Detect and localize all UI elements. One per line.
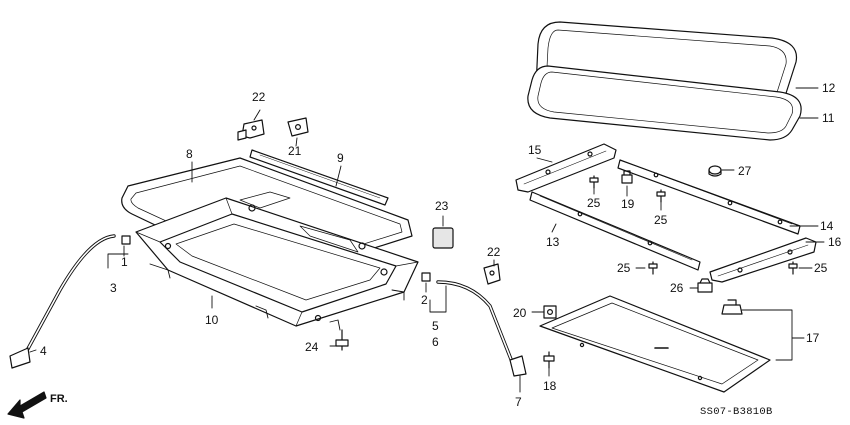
callout-1: 1 — [121, 255, 128, 269]
callout-23: 23 — [435, 199, 449, 213]
callout-2: 2 — [421, 293, 428, 307]
bolt-18 — [543, 351, 555, 369]
bolt-25b — [656, 189, 666, 203]
guide-rail-right — [617, 159, 801, 235]
clip-2 — [421, 272, 431, 282]
callout-25-b: 25 — [654, 213, 668, 227]
callout-5: 5 — [432, 319, 439, 333]
callout-4: 4 — [40, 344, 47, 358]
callout-25-d: 25 — [814, 261, 828, 275]
callout-22-b: 22 — [487, 245, 501, 259]
callout-16: 16 — [828, 235, 842, 249]
front-direction-arrow: FR. — [7, 391, 68, 419]
bolt-25d — [788, 261, 798, 275]
callout-12: 12 — [822, 81, 836, 95]
callout-27: 27 — [738, 164, 752, 178]
pad-23 — [432, 227, 454, 249]
callout-14: 14 — [820, 219, 834, 233]
callout-19: 19 — [621, 197, 635, 211]
clip-17 — [721, 299, 743, 315]
callout-26: 26 — [670, 281, 684, 295]
nut-20 — [543, 305, 557, 319]
nut-26 — [697, 278, 713, 293]
callout-10: 10 — [205, 313, 219, 327]
front-label: FR. — [50, 393, 68, 405]
deflector-bracket-right — [709, 237, 817, 283]
callout-13: 13 — [546, 235, 560, 249]
nut-19 — [621, 170, 633, 184]
bolt-25a — [589, 175, 599, 189]
callout-8: 8 — [186, 147, 193, 161]
callout-6: 6 — [432, 335, 439, 349]
sunroof-frame — [135, 191, 419, 331]
bracket-21 — [287, 117, 309, 137]
callout-25-a: 25 — [587, 196, 601, 210]
leader-lines — [29, 87, 825, 393]
callout-3: 3 — [110, 281, 117, 295]
clip-1 — [121, 235, 131, 245]
callout-11: 11 — [822, 111, 835, 125]
callout-25-c: 25 — [617, 261, 631, 275]
callout-7: 7 — [515, 395, 522, 409]
drain-tube-front-right — [436, 280, 527, 377]
guide-rail-left — [529, 191, 701, 271]
sunshade — [539, 295, 771, 393]
diagram-code: SS07-B3810B — [700, 406, 773, 418]
hinge-22 — [237, 119, 265, 141]
callout-22-a: 22 — [252, 90, 266, 104]
bolt-24 — [335, 329, 349, 351]
drain-tube-front-left — [9, 234, 116, 369]
callout-20: 20 — [513, 306, 527, 320]
callout-17: 17 — [806, 331, 820, 345]
callout-9: 9 — [337, 151, 344, 165]
deflector-bracket-left — [515, 143, 617, 193]
bolt-25c — [648, 261, 658, 275]
callout-18: 18 — [543, 379, 557, 393]
callout-15: 15 — [528, 143, 542, 157]
callout-24: 24 — [305, 340, 319, 354]
hinge-22b — [483, 263, 501, 285]
glass-weatherstrip — [527, 65, 802, 141]
clip-27 — [708, 165, 722, 177]
callout-21: 21 — [288, 144, 302, 158]
rear-seal — [249, 149, 389, 206]
